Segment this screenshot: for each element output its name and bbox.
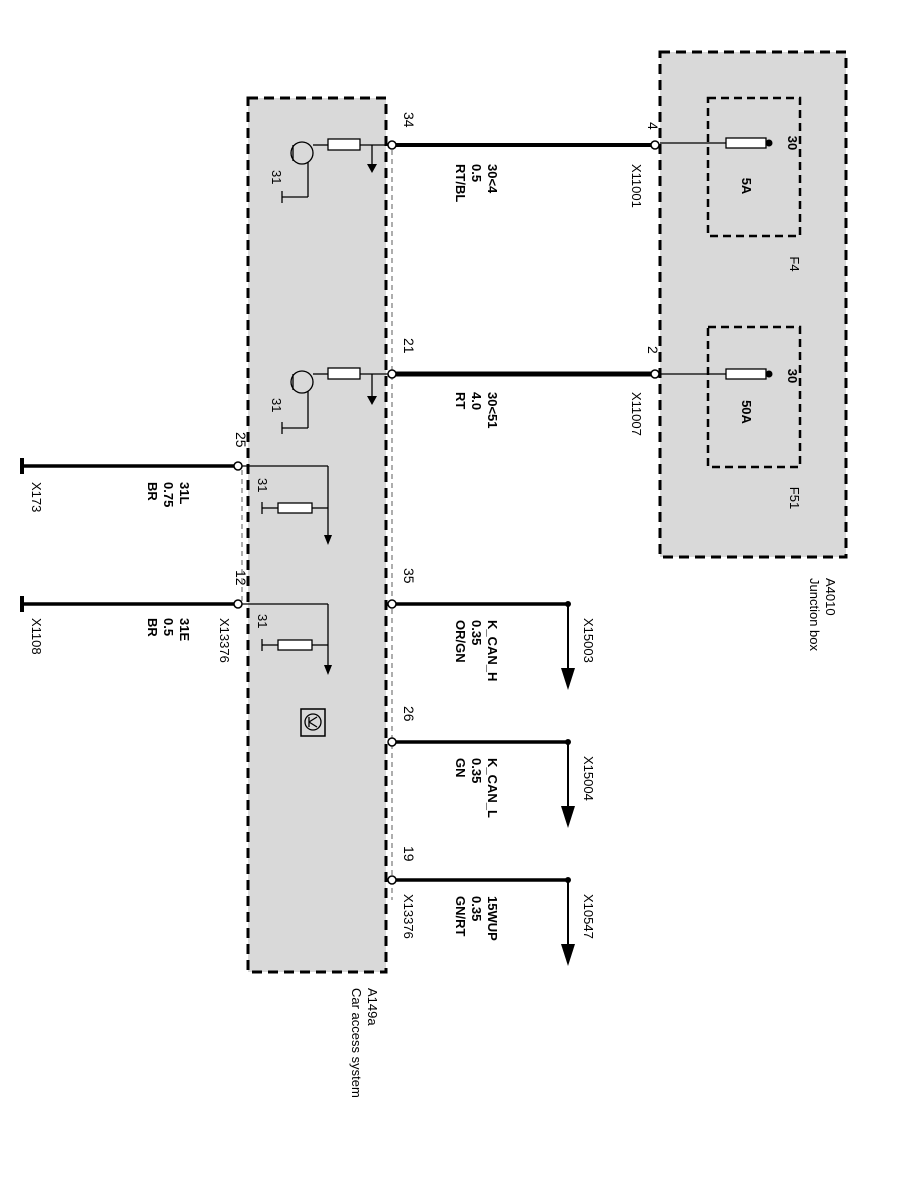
ground-resistor-12 [242,603,332,675]
fuse-f4-id: F4 [787,256,802,271]
wire-31e-color: BR [145,618,160,637]
wire-31l-signal: 31L [177,482,192,504]
junction-box-module [658,50,848,559]
car-access-name: Car access system [349,988,364,1098]
ground-25-internal-label: 31 [255,478,270,492]
ground-resistor-25 [242,465,332,545]
wire-k-can-h-size: 0.35 [469,620,484,645]
fuse-f51-id: F51 [787,487,802,509]
cas-pin-25: 25 [233,432,249,448]
wire-15wup-signal: 15WUP [485,896,500,941]
wire-k-can-l-size: 0.35 [469,758,484,783]
wire-31l-size: 0.75 [161,482,176,507]
wire-30-4-signal: 30<4 [485,164,500,194]
cas-pin-21: 21 [401,338,417,354]
car-access-system-module [246,96,388,974]
wire-k-can-h-signal: K_CAN_H [485,620,500,681]
wire-30-51-signal: 30<51 [485,392,500,429]
cas-pin-26: 26 [401,706,417,722]
wire-30-4 [387,140,660,150]
wire-30-4-color: RT/BL [453,164,468,202]
wire-31l-color: BR [145,482,160,501]
fuse-f51-box [706,325,802,469]
cas-connector-x13376-ground: X13376 [217,618,232,663]
cas-pin-34: 34 [401,112,417,128]
wire-30-51 [387,369,660,379]
connector-x10547: X10547 [581,894,596,939]
fuse-f4-box [706,96,802,238]
wire-30-4-size: 0.5 [469,164,484,182]
fuse-f4-pin: 30 [785,136,800,150]
jb-connector-x11007: X11007 [629,392,644,436]
car-access-id: A149a [365,988,380,1026]
wire-30-51-color: RT [453,392,468,409]
wire-k-can-l-signal: K_CAN_L [485,758,500,818]
wire-31e-signal: 31E [177,618,192,641]
wire-k-can-h-color: OR/GN [453,620,468,663]
transistor-34-ground-label: 31 [269,170,284,184]
jb-pin-4: 4 [645,122,661,130]
ground-point-x1108: X1108 [29,618,44,655]
transistor-driver-34 [281,138,392,203]
wire-15wup [387,875,575,966]
cas-pin-19: 19 [401,846,417,862]
transistor-21-ground-label: 31 [269,398,284,412]
junction-box-name: Junction box [807,578,822,651]
wire-15wup-color: GN/RT [453,896,468,937]
connector-x15004: X15004 [581,756,596,801]
wire-31l [20,458,243,474]
wire-31e [20,596,243,612]
cas-pin-12: 12 [233,570,249,586]
fuse-f4-rating: 5A [739,178,754,195]
jb-pin-2: 2 [645,346,661,354]
wire-30-51-size: 4.0 [469,392,484,410]
wire-15wup-size: 0.35 [469,896,484,921]
ground-point-x173: X173 [29,482,44,512]
wire-k-can-h [387,599,575,690]
jb-connector-x11001: X11001 [629,164,644,208]
cas-pin-35: 35 [401,568,417,584]
fuse-f51-icon [660,368,773,380]
wire-31e-size: 0.5 [161,618,176,636]
ground-12-internal-label: 31 [255,614,270,628]
transistor-driver-21 [281,367,392,434]
wire-k-can-l [387,737,575,828]
component-symbol-icon [300,708,326,737]
fuse-f51-rating: 50A [739,400,754,424]
connector-x15003: X15003 [581,618,596,663]
cas-connector-x13376-output: X13376 [401,894,416,939]
junction-box-id: A4010 [823,578,838,616]
wire-k-can-l-color: GN [453,758,468,778]
fuse-f4-icon [660,137,773,149]
fuse-f51-pin: 30 [785,369,800,383]
